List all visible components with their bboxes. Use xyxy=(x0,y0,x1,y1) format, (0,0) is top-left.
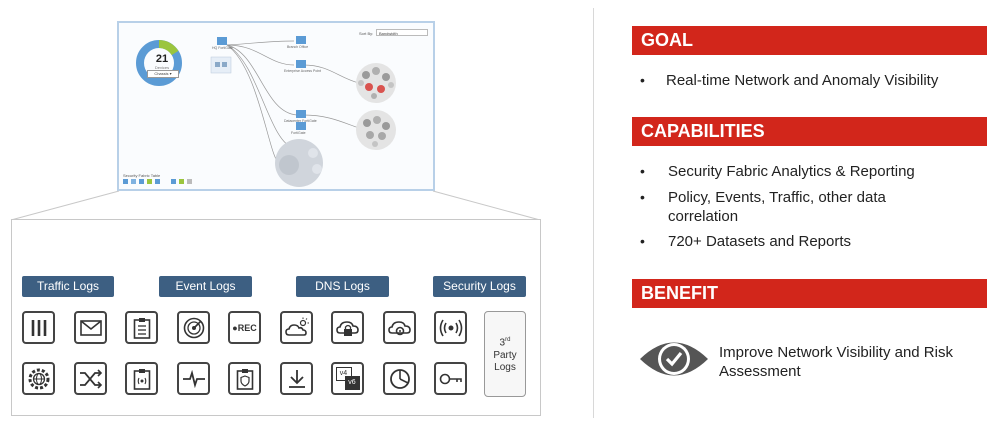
goal-item: Real-time Network and Anomaly Visibility xyxy=(666,72,939,89)
third-party-number: 3 xyxy=(499,337,506,349)
device-count-label: Devices xyxy=(154,65,170,70)
pie-chart-icon xyxy=(383,362,416,395)
topology-graphic xyxy=(123,36,396,187)
radar-icon xyxy=(177,311,210,344)
cloud-lock-icon xyxy=(331,311,364,344)
clipboard-wifi-icon xyxy=(125,362,158,395)
key-icon xyxy=(434,362,467,395)
node-label: HQ FortiGate xyxy=(212,46,233,50)
device-count: 21 xyxy=(155,53,169,65)
clipboard-icon xyxy=(125,311,158,344)
third-party-line3: Logs xyxy=(494,361,516,373)
cloud-gear-icon xyxy=(383,311,416,344)
bullet: • xyxy=(640,72,645,88)
chassis-dropdown[interactable]: Chassis ▾ xyxy=(147,70,179,78)
benefit-text: Improve Network Visibility and Risk Asse… xyxy=(719,344,953,380)
category-traffic-logs: Traffic Logs xyxy=(22,276,114,297)
category-event-logs: Event Logs xyxy=(159,276,252,297)
sort-select[interactable]: Bandwidth xyxy=(376,29,428,36)
third-party-line2: Party xyxy=(493,349,517,361)
pulse-icon xyxy=(177,362,210,395)
download-icon xyxy=(280,362,313,395)
node-label: Branch Office xyxy=(287,45,309,49)
signal-icon xyxy=(434,311,467,344)
ipv4-v6-icon: v4 v6 xyxy=(331,362,364,395)
bullet: • xyxy=(640,189,645,205)
node-label: FortiGate xyxy=(291,131,306,135)
bars-icon xyxy=(22,311,55,344)
third-party-sup: rd xyxy=(505,337,511,344)
zoom-connector xyxy=(10,190,541,221)
envelope-icon xyxy=(74,311,107,344)
rec-label: ●REC xyxy=(232,322,257,333)
node-label: Enterprise Access Point xyxy=(284,69,321,73)
fortiview-screenshot: 21 Devices Chassis ▾ Sort By: Bandwidth … xyxy=(117,21,435,191)
sort-label: Sort By: xyxy=(359,31,374,36)
eye-check-icon xyxy=(640,342,708,376)
v6-label: v6 xyxy=(344,375,360,390)
bullet: • xyxy=(640,233,645,249)
benefit-header: BENEFIT xyxy=(632,279,987,308)
shield-doc-icon xyxy=(228,362,261,395)
rec-icon: ●REC xyxy=(228,311,261,344)
gear-globe-icon xyxy=(22,362,55,395)
capability-item: Policy, Events, Traffic, other data corr… xyxy=(668,189,886,225)
third-party-logs: 3rd Party Logs xyxy=(484,311,526,397)
fabric-table-label: Security Fabric Table xyxy=(123,173,161,178)
crossed-arrows-icon xyxy=(74,362,107,395)
capabilities-header: CAPABILITIES xyxy=(632,117,987,146)
goal-header: GOAL xyxy=(632,26,987,55)
category-security-logs: Security Logs xyxy=(433,276,526,297)
bullet: • xyxy=(640,163,645,179)
cloud-sun-icon xyxy=(280,311,313,344)
capability-item: Security Fabric Analytics & Reporting xyxy=(668,163,915,180)
vertical-divider xyxy=(593,8,594,418)
category-dns-logs: DNS Logs xyxy=(296,276,389,297)
capability-item: 720+ Datasets and Reports xyxy=(668,233,852,250)
node-label: Datacenter FortiGate xyxy=(284,119,317,123)
